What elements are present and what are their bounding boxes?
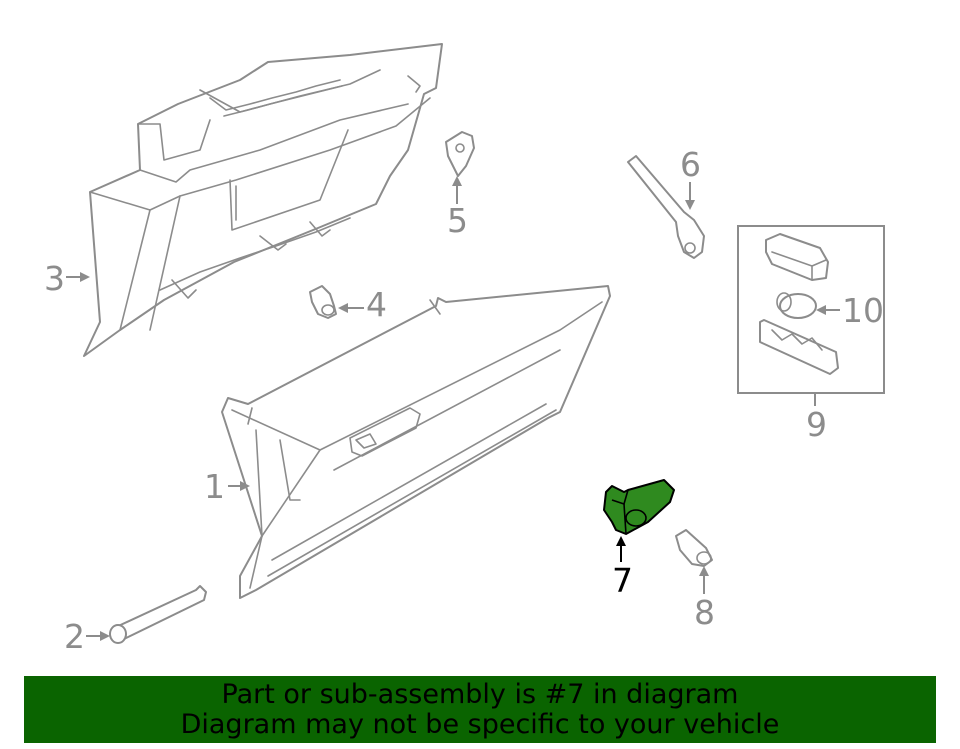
svg-text:9: 9 xyxy=(806,405,827,444)
part-1-glove-box-door[interactable] xyxy=(221,285,611,599)
callout-8: 8 xyxy=(694,566,715,632)
callout-7: 7 xyxy=(612,536,633,600)
svg-text:6: 6 xyxy=(680,145,701,184)
callout-2: 2 xyxy=(64,617,110,656)
part-2-rod[interactable] xyxy=(109,585,207,644)
svg-text:7: 7 xyxy=(612,561,633,600)
banner-line-disclaimer: Diagram may not be specific to your vehi… xyxy=(180,709,780,740)
part-9-lamp-assembly[interactable] xyxy=(737,225,885,394)
part-4-clip[interactable] xyxy=(309,285,337,319)
callout-6: 6 xyxy=(680,145,701,210)
part-8-bulb-socket[interactable] xyxy=(675,529,713,567)
part-5-hook-bracket[interactable] xyxy=(445,131,475,177)
svg-text:4: 4 xyxy=(366,285,387,324)
part-3-glove-box-housing[interactable] xyxy=(83,43,443,357)
part-6-damper-rod[interactable] xyxy=(627,155,705,259)
svg-text:3: 3 xyxy=(44,259,65,298)
svg-text:8: 8 xyxy=(694,593,715,632)
banner-line-part: Part or sub-assembly is #7 in diagram xyxy=(221,679,739,710)
svg-text:5: 5 xyxy=(447,201,468,240)
callout-1: 1 xyxy=(204,467,250,506)
part-7-latch-highlighted[interactable] xyxy=(603,479,675,535)
callout-4: 4 xyxy=(338,285,387,324)
callout-10: 10 xyxy=(816,291,884,330)
info-banner: Part or sub-assembly is #7 in diagram Di… xyxy=(24,676,936,743)
part-10-bulb[interactable] xyxy=(776,292,817,319)
callout-3: 3 xyxy=(44,259,90,298)
callout-9: 9 xyxy=(806,393,827,444)
callout-5: 5 xyxy=(447,176,468,240)
svg-text:1: 1 xyxy=(204,467,225,506)
parts-diagram: 1 2 3 4 5 6 7 8 xyxy=(44,43,885,656)
svg-text:2: 2 xyxy=(64,617,85,656)
svg-text:10: 10 xyxy=(842,291,884,330)
